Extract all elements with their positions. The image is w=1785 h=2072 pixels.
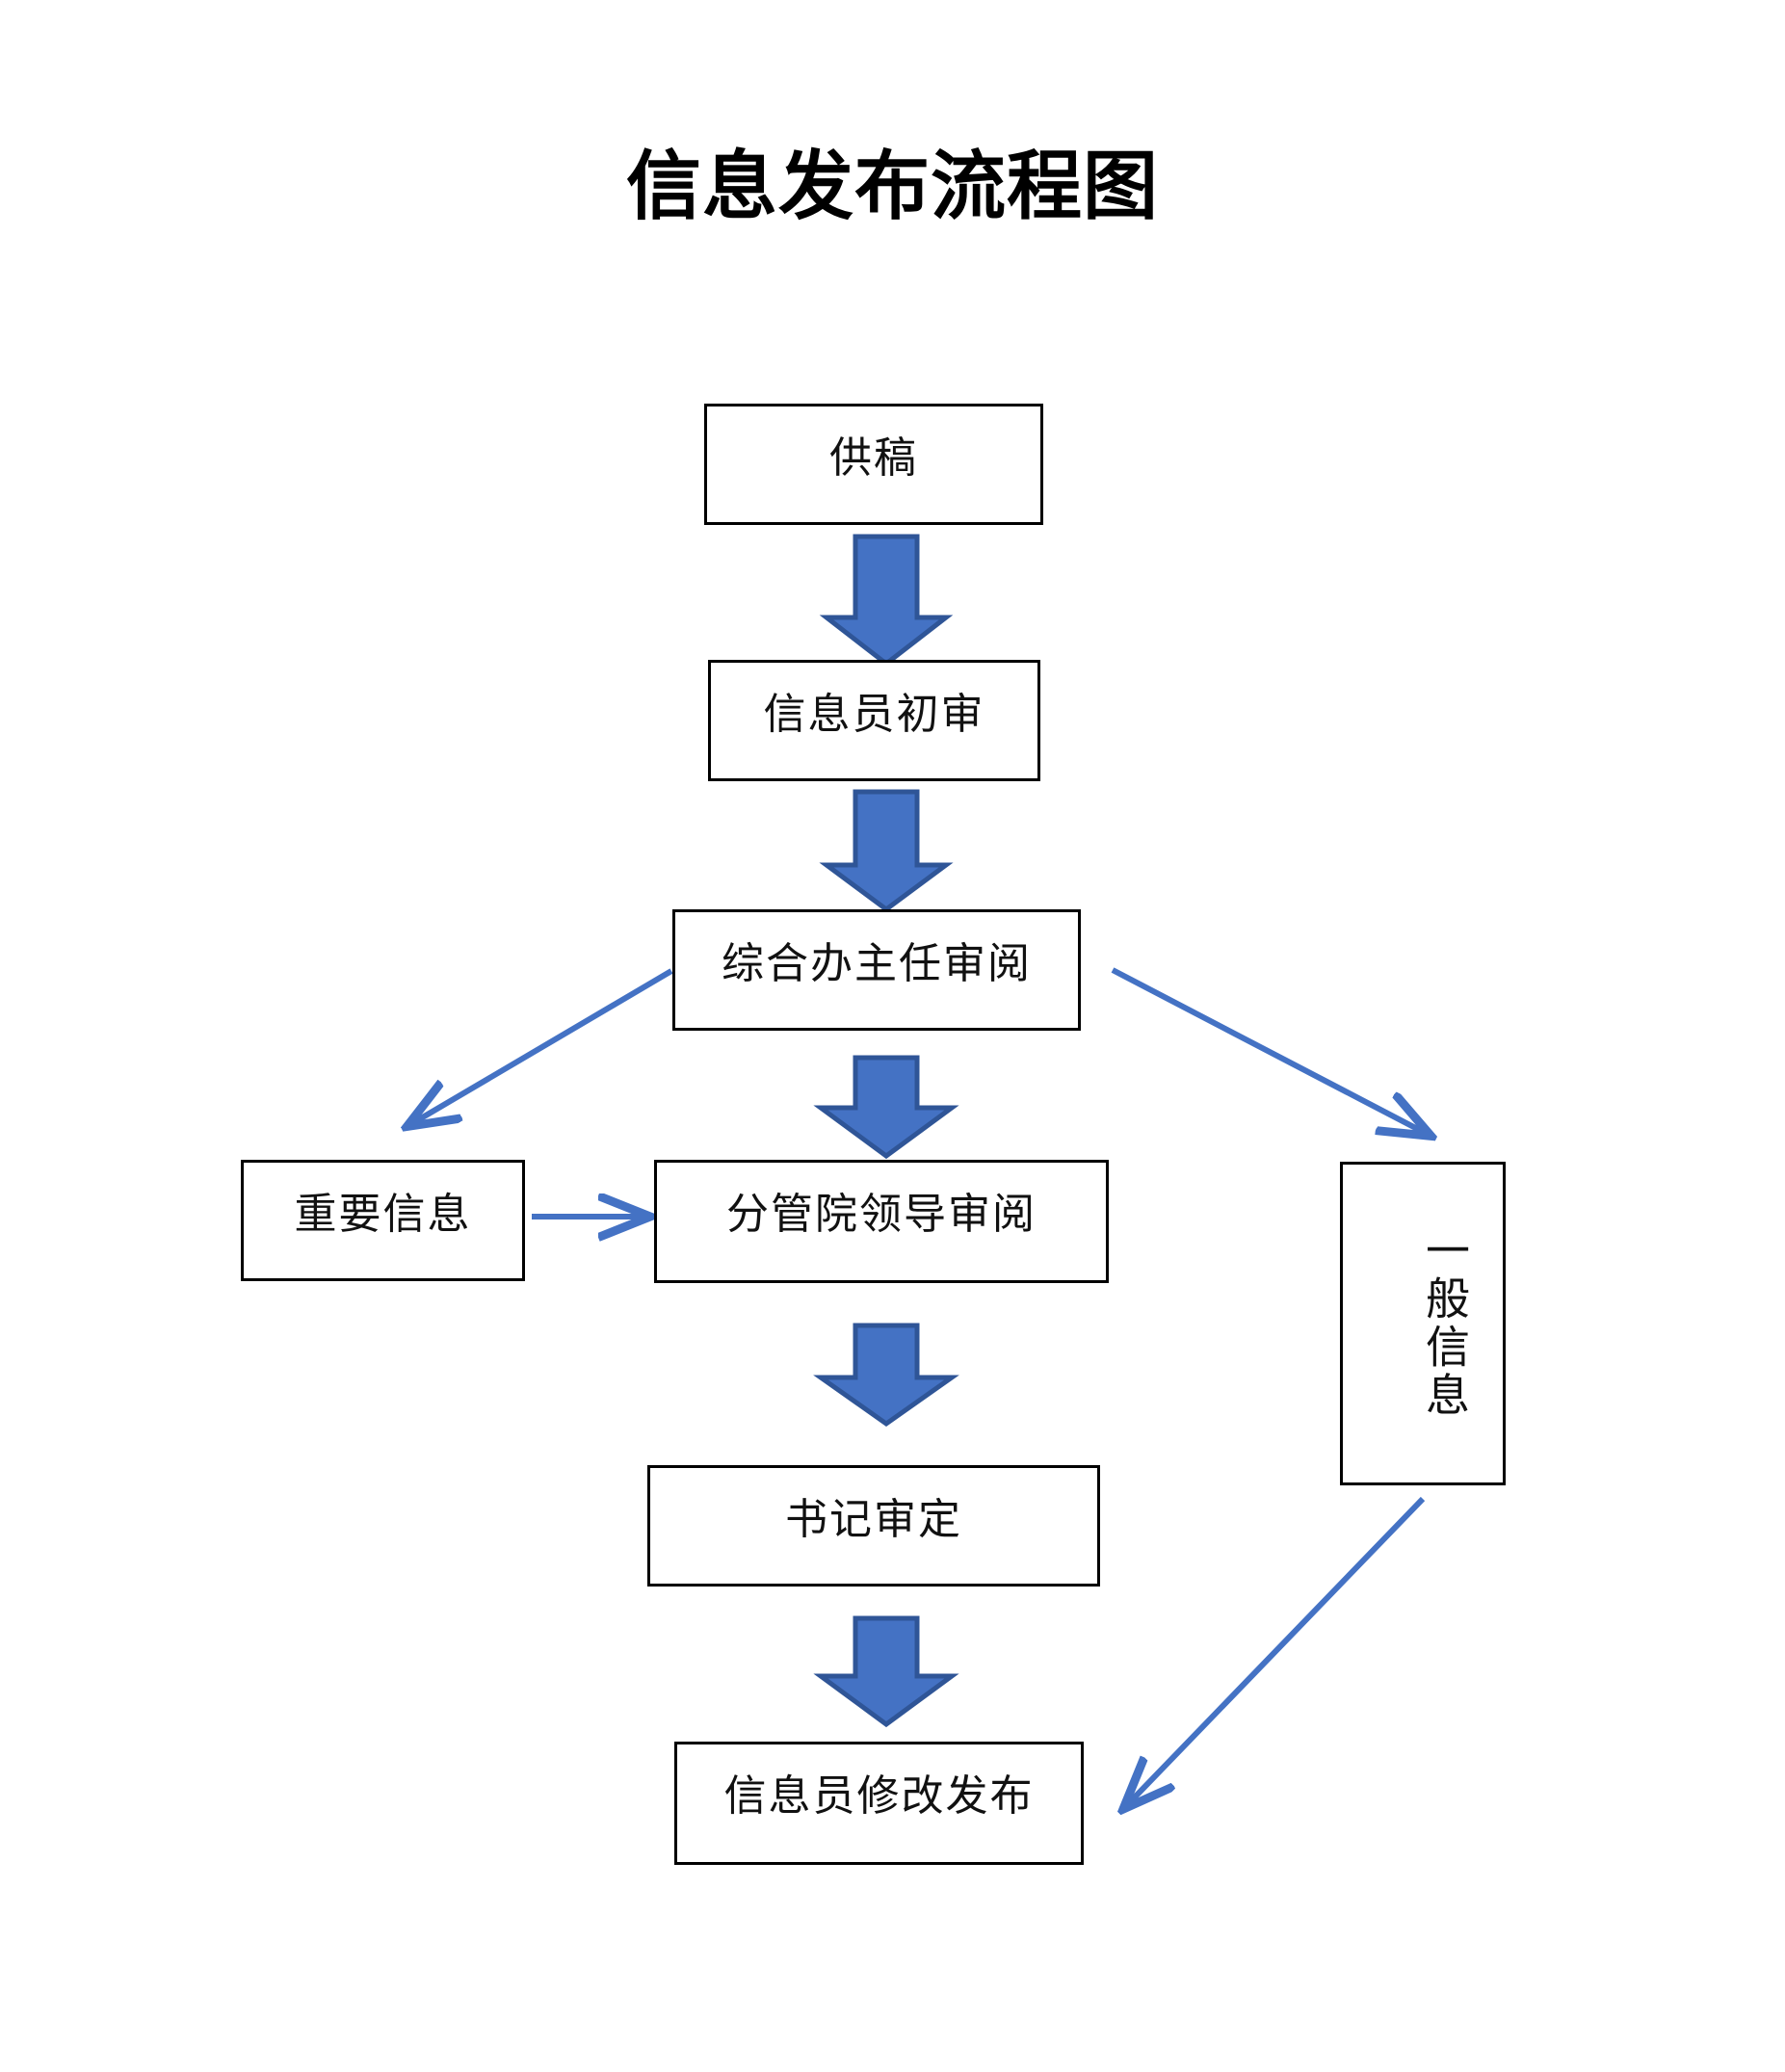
flow-node-shuji[interactable]: 书记审定 — [647, 1465, 1100, 1587]
flow-node-gongao[interactable]: 供稿 — [704, 404, 1043, 525]
flow-node-label: 分管院领导审阅 — [726, 1190, 1037, 1239]
block-arrow-zhuren-to-yuanlingdao — [813, 1055, 959, 1160]
flow-node-yiban[interactable]: 一般信息 — [1340, 1162, 1506, 1485]
block-arrow-shuji-to-fabu — [813, 1615, 959, 1728]
flow-node-zhongyao[interactable]: 重要信息 — [241, 1160, 525, 1281]
flow-node-label: 供稿 — [829, 433, 918, 483]
flow-node-label: 重要信息 — [294, 1190, 472, 1239]
flow-node-label: 信息员修改发布 — [723, 1771, 1035, 1821]
flow-node-label: 信息员初审 — [763, 690, 985, 739]
block-arrow-chushen-to-zhuren — [819, 789, 954, 913]
block-arrow-gongao-to-chushen — [819, 534, 954, 668]
line-arrow-zhuren-to-zhongyao — [409, 968, 673, 1125]
flow-node-label: 综合办主任审阅 — [722, 939, 1032, 988]
line-arrow-zhuren-to-yiban — [1111, 967, 1429, 1135]
flow-node-chushen[interactable]: 信息员初审 — [708, 660, 1040, 781]
flow-node-label-vertical: 一般信息 — [1419, 1227, 1471, 1420]
flow-node-yuanlingdao[interactable]: 分管院领导审阅 — [654, 1160, 1109, 1283]
block-arrow-yuanlingdao-to-shuji — [813, 1323, 959, 1428]
flow-node-label: 书记审定 — [785, 1495, 962, 1544]
flow-node-zhuren[interactable]: 综合办主任审阅 — [672, 909, 1081, 1031]
page-title: 信息发布流程图 — [625, 144, 1159, 230]
line-arrow-yiban-to-fabu — [1125, 1496, 1426, 1807]
flow-node-fabu[interactable]: 信息员修改发布 — [674, 1742, 1084, 1865]
